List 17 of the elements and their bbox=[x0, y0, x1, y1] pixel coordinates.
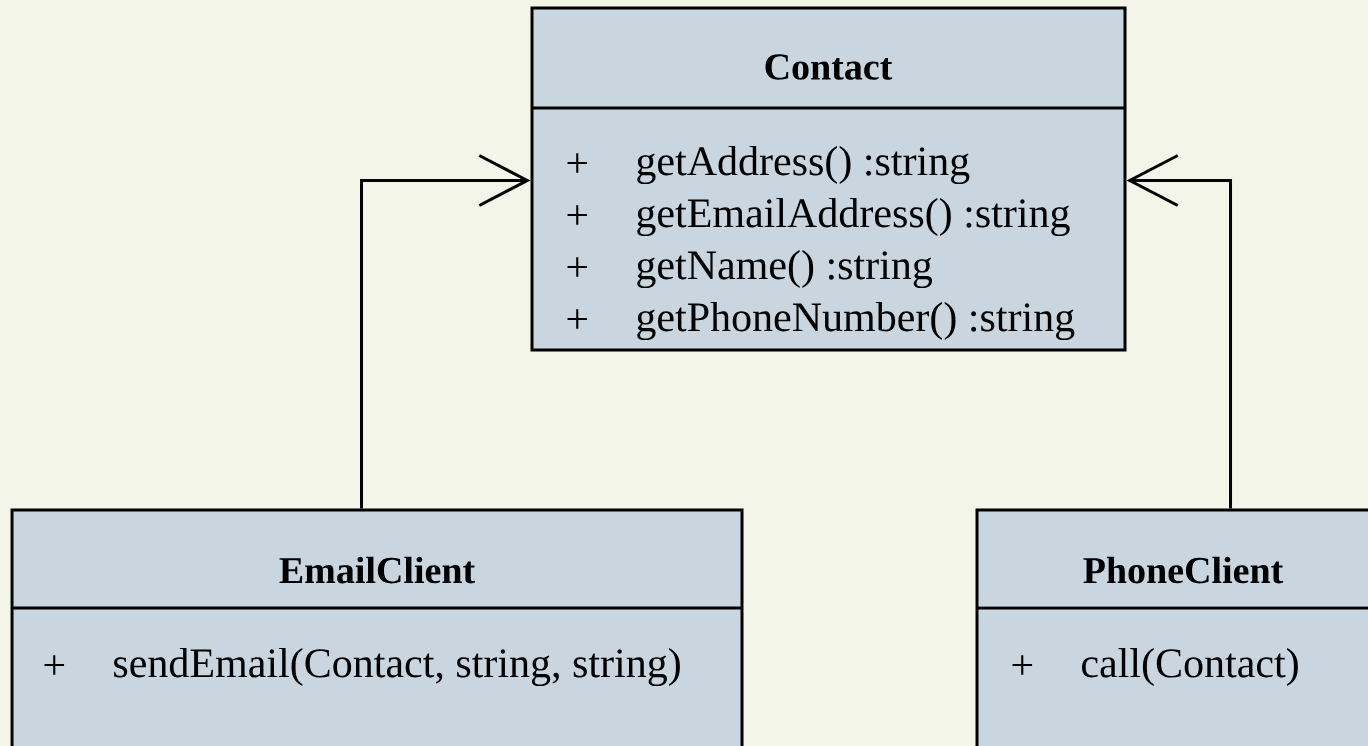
method-signature: getAddress() :string bbox=[637, 145, 970, 185]
arrow bbox=[1126, 154, 1232, 509]
method-signature: getName() :string bbox=[637, 249, 933, 289]
method-signature: sendEmail(Contact, string, string) bbox=[114, 647, 680, 687]
visibility-symbol: + bbox=[567, 309, 588, 329]
class-name: PhoneClient bbox=[1083, 556, 1284, 584]
visibility-symbol: + bbox=[567, 205, 588, 225]
visibility-symbol: + bbox=[44, 655, 65, 675]
visibility-symbol: + bbox=[567, 257, 588, 277]
method-signature: call(Contact) bbox=[1082, 647, 1298, 687]
visibility-symbol: + bbox=[567, 153, 588, 173]
method-signature: getEmailAddress() :string bbox=[637, 197, 1070, 237]
visibility-symbol: + bbox=[1012, 655, 1033, 675]
class-name: EmailClient bbox=[279, 556, 475, 584]
method-signature: getPhoneNumber() :string bbox=[637, 301, 1075, 341]
class-name: Contact bbox=[765, 54, 893, 80]
arrow bbox=[360, 154, 531, 509]
